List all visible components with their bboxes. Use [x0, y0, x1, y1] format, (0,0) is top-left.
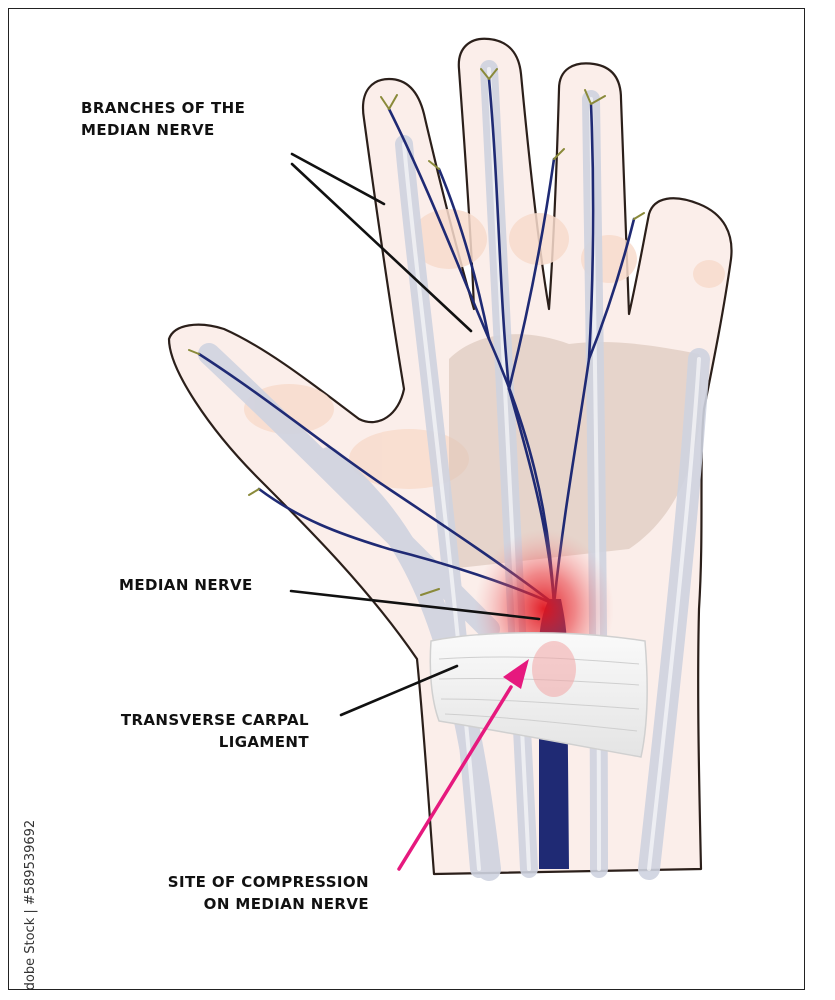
label-site-of-compression: SITE OF COMPRESSION ON MEDIAN NERVE — [129, 871, 369, 915]
nerve-endings — [188, 68, 645, 596]
stock-watermark: Adobe Stock | #589539692 — [23, 819, 38, 990]
leader-median-nerve — [289, 589, 541, 621]
leader-branches-2 — [290, 162, 473, 333]
label-line: MEDIAN NERVE — [119, 576, 253, 594]
label-line: BRANCHES OF THE — [81, 99, 246, 117]
compression-spot — [532, 641, 576, 697]
label-line: SITE OF COMPRESSION — [167, 873, 369, 891]
illustration-frame: BRANCHES OF THE MEDIAN NERVE MEDIAN NERV… — [8, 8, 805, 990]
label-transverse-carpal-ligament: TRANSVERSE CARPAL LIGAMENT — [93, 709, 309, 753]
label-line: MEDIAN NERVE — [81, 121, 215, 139]
leader-ligament — [339, 664, 459, 717]
label-branches-of-median-nerve: BRANCHES OF THE MEDIAN NERVE — [81, 97, 245, 141]
leader-lines — [289, 152, 541, 717]
hand-anatomy-illustration — [167, 37, 733, 881]
label-line: ON MEDIAN NERVE — [203, 895, 369, 913]
label-line: LIGAMENT — [218, 733, 309, 751]
label-median-nerve: MEDIAN NERVE — [119, 574, 253, 596]
label-line: TRANSVERSE CARPAL — [120, 711, 309, 729]
compression-arrow — [397, 659, 529, 871]
leader-branches-1 — [290, 152, 386, 206]
